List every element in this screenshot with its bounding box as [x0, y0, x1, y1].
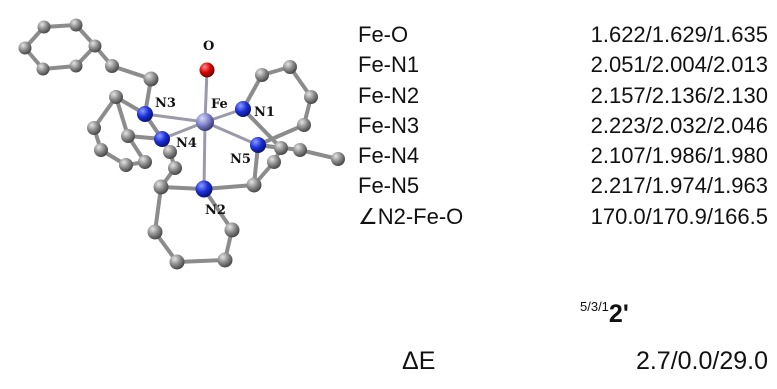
- row-label: Fe-N4: [358, 143, 420, 169]
- molecule-structure: O Fe N1 N2 N3 N4 N5: [18, 18, 345, 270]
- atom-n1: [235, 101, 251, 117]
- table-row: Fe-N4 2.107/1.986/1.980: [358, 141, 768, 171]
- atom-label-n2: N2: [205, 203, 226, 218]
- atom-d2: [147, 224, 163, 240]
- atom-e2: [255, 68, 269, 82]
- row-label: Fe-N5: [358, 173, 420, 199]
- atom-f2: [168, 161, 182, 175]
- atom-a3: [69, 18, 83, 32]
- atom-a2: [37, 20, 51, 34]
- row-value: 2.223/2.032/2.046: [590, 112, 768, 138]
- atom-fe: [196, 113, 214, 131]
- bond-e5-N5: [256, 123, 306, 147]
- atom-label-layer: O Fe N1 N2 N3 N4 N5: [155, 39, 275, 218]
- row-label: Fe-N1: [358, 52, 420, 78]
- row-value: 2.217/1.974/1.963: [590, 173, 768, 199]
- row-label: Fe-N2: [358, 82, 420, 108]
- atom-a5: [69, 59, 83, 73]
- atom-a6: [36, 62, 50, 76]
- atom-a4: [88, 39, 102, 53]
- row-label: ∠N2-Fe-O: [358, 203, 464, 229]
- row-value: 170.0/170.9/166.5: [590, 203, 768, 229]
- atom-d4: [224, 222, 240, 238]
- row-label: Fe-O: [358, 22, 409, 47]
- atom-n2: [195, 180, 213, 198]
- atom-e5: [297, 118, 311, 132]
- relative-energy: ΔE 2.7/0.0/29.0: [402, 343, 768, 379]
- atom-a1: [18, 41, 32, 55]
- atom-c4: [119, 158, 133, 172]
- row-value: 2.157/2.136/2.130: [590, 82, 768, 108]
- atom-label-n4: N4: [176, 136, 197, 151]
- atom-f1: [163, 145, 177, 159]
- bond-N1-e6: [241, 107, 283, 150]
- atom-c2: [87, 121, 101, 135]
- atom-label-n5: N5: [230, 152, 251, 167]
- atom-b2: [143, 71, 159, 87]
- atom-c5: [138, 155, 152, 169]
- energy-label: ΔE: [402, 347, 436, 375]
- row-value: 2.051/2.004/2.013: [590, 52, 768, 78]
- bond-d1-d2: [153, 185, 163, 234]
- table-row: Fe-N2 2.157/2.136/2.130: [358, 81, 768, 111]
- row-label: Fe-N3: [358, 112, 420, 138]
- atom-c6: [121, 129, 135, 143]
- atom-c1: [109, 90, 123, 104]
- atom-d3: [169, 254, 185, 270]
- spin-multiplicity: 5/3/1: [580, 299, 609, 314]
- table-row: ∠N2-Fe-O 170.0/170.9/166.5: [358, 202, 768, 232]
- atom-d1: [153, 179, 169, 195]
- spin-state-label: 5/3/12': [580, 299, 629, 329]
- atom-e4: [304, 90, 318, 104]
- row-value: 1.622/1.629/1.635: [590, 22, 768, 47]
- atom-n3: [137, 106, 153, 122]
- atom-e8: [331, 152, 345, 166]
- atom-c3: [94, 143, 108, 157]
- atom-d5: [217, 252, 233, 268]
- table-row: Fe-N1 2.051/2.004/2.013: [358, 50, 768, 80]
- row-value: 2.107/1.986/1.980: [590, 143, 768, 169]
- atom-o: [199, 62, 215, 78]
- atom-n5: [250, 137, 266, 153]
- atom-layer: [18, 18, 345, 270]
- atom-e3: [283, 60, 297, 74]
- atom-e7: [293, 143, 307, 157]
- atom-e6: [274, 141, 288, 155]
- atom-label-fe: Fe: [211, 97, 228, 112]
- bond-d3-d5: [175, 258, 227, 264]
- table-row: Fe-N5 2.217/1.974/1.963: [358, 171, 768, 201]
- atom-label-n3: N3: [155, 96, 176, 111]
- bond-Fe-N2: [202, 120, 207, 191]
- atom-label-o: O: [203, 39, 214, 54]
- bond-Fe-N5: [203, 120, 260, 147]
- atom-e9: [267, 155, 281, 169]
- table-row: Fe-O 1.622/1.629/1.635: [358, 20, 768, 50]
- atom-n4: [154, 131, 170, 147]
- state-name: 2': [608, 300, 629, 328]
- atom-label-n1: N1: [254, 105, 275, 120]
- table-row: Fe-N3 2.223/2.032/2.046: [358, 111, 768, 141]
- bond-Fe-N3: [143, 112, 207, 124]
- atom-e1: [246, 177, 262, 193]
- bond-distance-table: Fe-O 1.622/1.629/1.635 Fe-N1 2.051/2.004…: [358, 20, 768, 232]
- atom-b1: [105, 59, 119, 73]
- energy-value: 2.7/0.0/29.0: [635, 347, 768, 375]
